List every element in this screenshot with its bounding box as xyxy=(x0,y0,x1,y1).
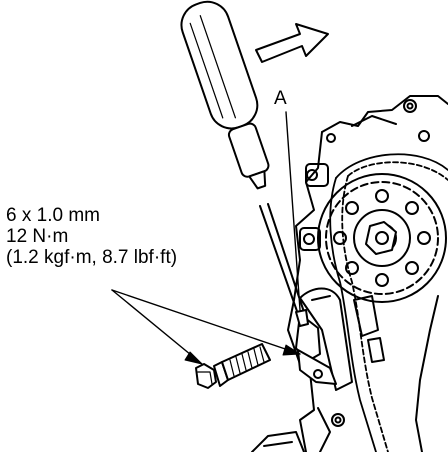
screwdriver-handle xyxy=(180,0,270,190)
callout-a-label: A xyxy=(274,88,287,109)
chain-tensioner xyxy=(295,287,385,391)
leader-arrowhead-upper xyxy=(282,344,301,356)
spec-leader-lower xyxy=(111,289,203,365)
callout-a-leader xyxy=(285,111,301,311)
torque-alt-text: (1.2 kgf·m, 8.7 lbf·ft) xyxy=(6,247,178,268)
leader-arrowhead-lower xyxy=(184,351,203,365)
camshaft-sprocket xyxy=(317,173,447,303)
bolt xyxy=(195,343,271,389)
bolt-size-text: 6 x 1.0 mm xyxy=(6,205,100,226)
spec-leader-upper xyxy=(111,289,301,355)
direction-arrow xyxy=(255,23,329,63)
timing-chain xyxy=(329,153,448,453)
torque-nm-text: 12 N·m xyxy=(6,226,69,247)
screwdriver-shaft xyxy=(259,203,309,327)
